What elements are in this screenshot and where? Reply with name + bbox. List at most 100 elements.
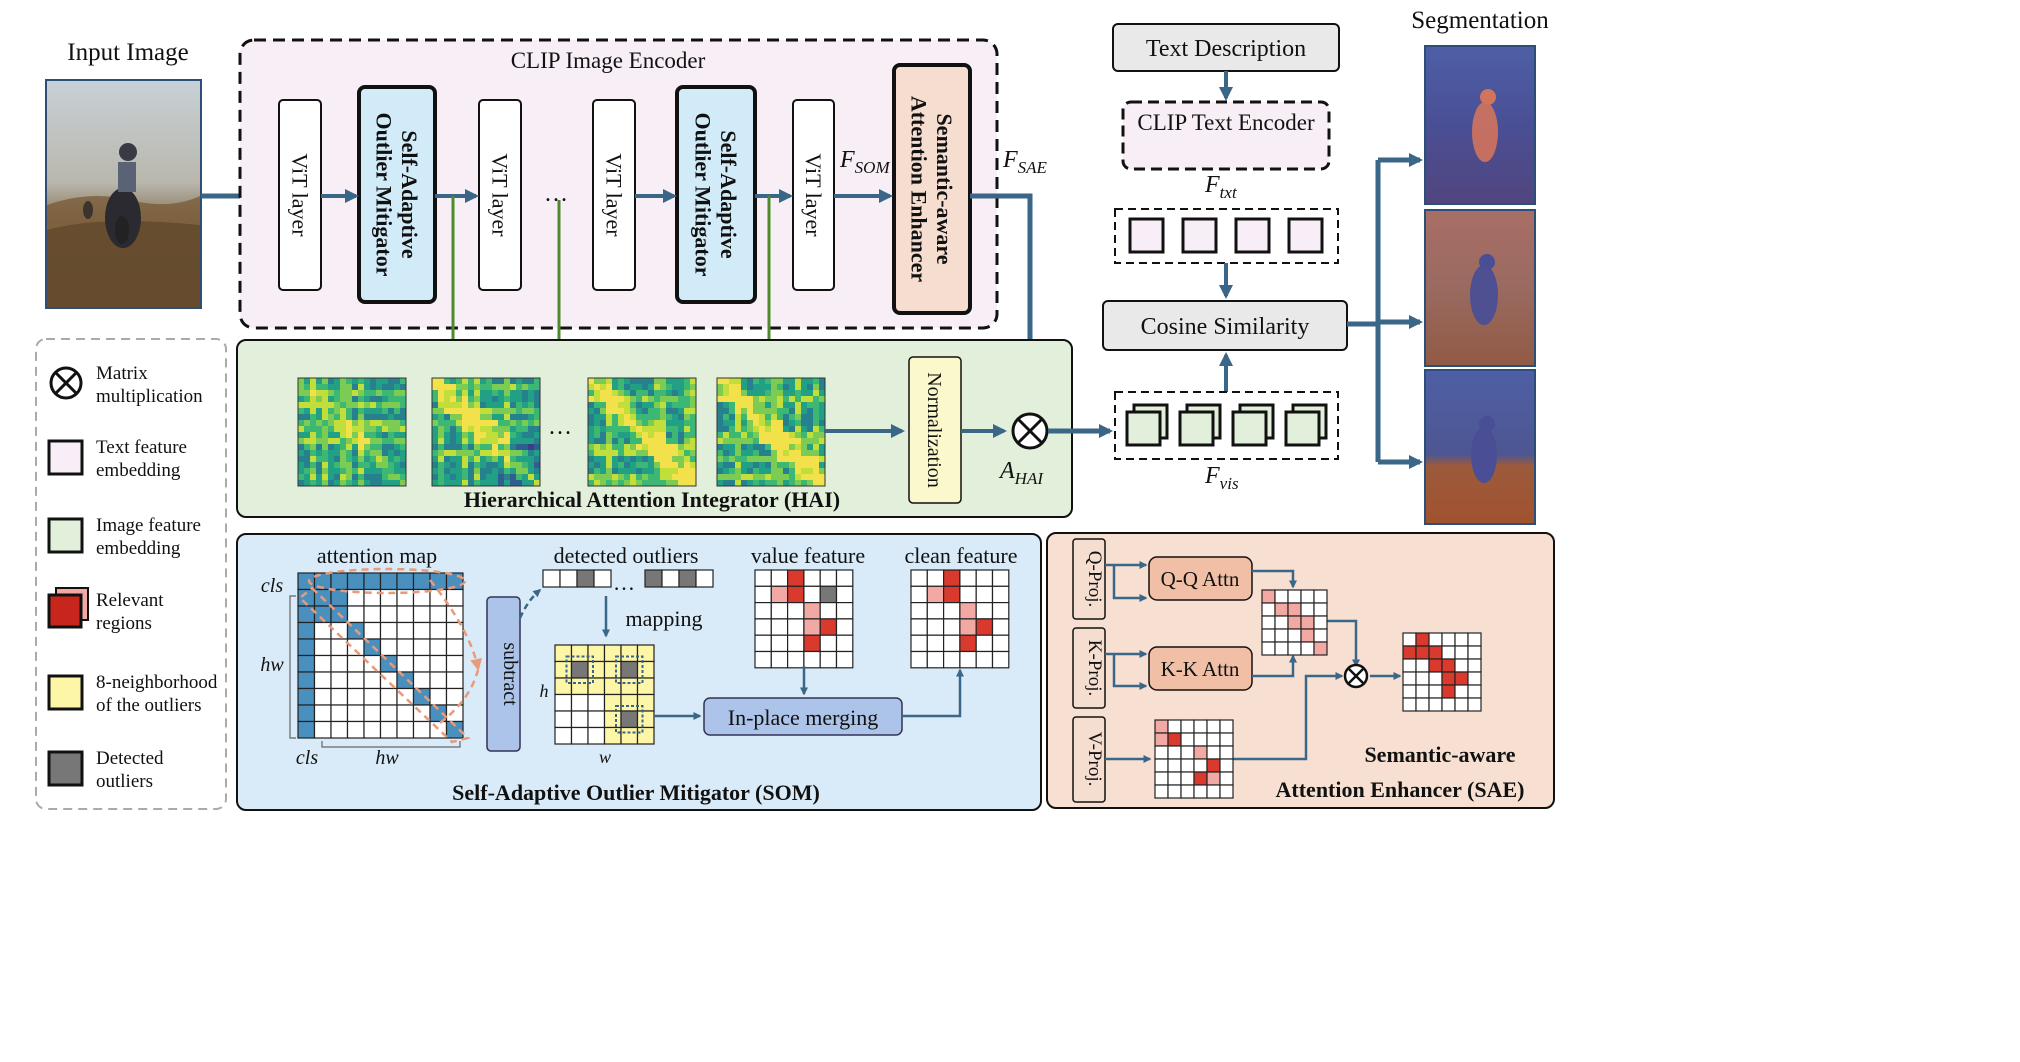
image-feature-group	[1114, 391, 1339, 460]
encoder-block-6-vit: ViT layer	[792, 99, 835, 291]
clip-text-encoder-label: CLIP Text Encoder	[1137, 110, 1315, 135]
image-embedding-square	[1231, 410, 1268, 447]
attention-map-label: attention map	[317, 543, 437, 568]
sae-block-label-line-1: Semantic-aware	[932, 113, 957, 264]
qq-attn-label: Q-Q Attn	[1161, 567, 1240, 591]
v-proj-label: V-Proj.	[1084, 732, 1105, 787]
sae-value-grid	[1154, 719, 1234, 799]
outlier-neighborhood-grid	[554, 644, 655, 745]
som-block-label-line-1: Self-Adaptive	[716, 130, 741, 259]
text-feature-embeddings	[1128, 217, 1324, 254]
hw-row-bracket	[289, 595, 296, 739]
segmentation-result-rider	[1424, 45, 1536, 205]
subtract-to-outliers-arrow	[518, 589, 542, 619]
heatmap-4	[716, 377, 826, 487]
h-label: h	[540, 681, 549, 701]
f-som-label: FSOM	[839, 147, 890, 177]
merge-to-clean-arrow	[902, 668, 964, 718]
encoder-block-1-vit: ViT layer	[278, 99, 322, 291]
cosine-similarity-label: Cosine Similarity	[1141, 314, 1310, 340]
clean-feature-grid	[910, 569, 1010, 669]
vit-layer-label-line-1: ViT layer	[487, 153, 512, 237]
sae-to-otimes-arrow	[970, 193, 1037, 396]
vit-layer-label-line-1: ViT layer	[287, 153, 312, 237]
vit-layer-label-line-1: ViT layer	[801, 153, 826, 237]
detected-outliers-strip	[542, 569, 714, 588]
otimes-icon	[49, 366, 83, 400]
image-embedding-square	[1178, 410, 1215, 447]
heatmap-3	[587, 377, 697, 487]
sae-attention-grid	[1261, 589, 1328, 656]
cls-row-label: cls	[261, 575, 283, 597]
encoder-block-4-vit: ViT layer	[592, 99, 636, 291]
framework-diagram: Input Image CLIP Image Encoder ViT layer…	[35, 7, 1555, 811]
qq-attn-box	[1148, 556, 1253, 601]
image-embed-icon	[47, 517, 84, 554]
sae-block-label-line-2: Attention Enhancer	[907, 96, 932, 283]
sae-title-line1: Semantic-aware	[1364, 742, 1515, 767]
cosine-to-seg-arrows	[1347, 153, 1423, 469]
heatmap-2	[431, 377, 541, 487]
input-photo	[45, 79, 202, 309]
clean-feature-label: clean feature	[905, 543, 1018, 568]
text-embedding-square	[1181, 217, 1218, 254]
hai-title: Hierarchical Attention Integrator (HAI)	[464, 487, 840, 512]
detected-outliers-label: detected outliers	[554, 543, 699, 568]
attention-highlights	[298, 567, 483, 744]
som-title: Self-Adaptive Outlier Mitigator (SOM)	[452, 780, 820, 805]
neighborhood-icon	[47, 674, 84, 711]
otimes-icon	[1011, 412, 1049, 450]
input-image-title: Input Image	[67, 39, 188, 66]
kk-attn-label: K-K Attn	[1161, 657, 1240, 681]
q-proj-label: Q-Proj.	[1084, 551, 1105, 607]
text-embedding-square	[1287, 217, 1324, 254]
kk-attn-box	[1148, 646, 1253, 691]
segmentation-title: Segmentation	[1411, 7, 1549, 34]
text-description-label: Text Description	[1146, 36, 1306, 62]
text-embed-icon	[47, 439, 84, 476]
subtract-box	[486, 596, 521, 752]
w-label: w	[599, 747, 611, 767]
image-feature-embeddings	[1125, 403, 1328, 447]
segmentation-result-ground	[1424, 369, 1536, 525]
k-proj-label: K-Proj.	[1084, 640, 1105, 696]
value-feature-label: value feature	[751, 543, 865, 568]
encoder-block-3-vit: ViT layer	[478, 99, 522, 291]
sae-title-line2: Attention Enhancer (SAE)	[1276, 777, 1525, 802]
heatmap-1	[297, 377, 407, 487]
sae-output-grid	[1402, 632, 1482, 712]
relevant-region-icon	[47, 587, 89, 629]
k-proj-box: K-Proj.	[1072, 627, 1106, 709]
text-embedding-square	[1128, 217, 1165, 254]
attention-heatmaps	[297, 377, 826, 487]
vit-layer-label-line-1: ViT layer	[601, 153, 626, 237]
normalization-label: Normalization	[923, 372, 945, 488]
q-proj-box: Q-Proj.	[1072, 538, 1106, 620]
text-feature-group	[1114, 208, 1339, 264]
legend-panel	[35, 338, 227, 810]
outliers-ellipsis: …	[613, 570, 635, 595]
text-embedding-square	[1234, 217, 1271, 254]
encoder-ellipsis: …	[544, 181, 568, 207]
clip-image-encoder-title: CLIP Image Encoder	[511, 48, 706, 73]
image-embedding-square	[1125, 410, 1162, 447]
in-place-merging-label: In-place merging	[728, 705, 878, 730]
a-hai-label: AHAI	[998, 458, 1044, 488]
som-block-label-line-2: Outlier Mitigator	[691, 113, 716, 277]
som-block-label-line-2: Outlier Mitigator	[372, 113, 397, 277]
f-sae-label: FSAE	[1002, 147, 1048, 177]
som-block-label-line-1: Self-Adaptive	[397, 130, 422, 259]
hw-col-bracket	[321, 741, 461, 748]
attention-map-grid	[297, 572, 464, 739]
sae-otimes-icon	[1343, 663, 1369, 689]
cls-col-label: cls	[296, 747, 318, 769]
clip-text-encoder-box	[1121, 100, 1331, 171]
